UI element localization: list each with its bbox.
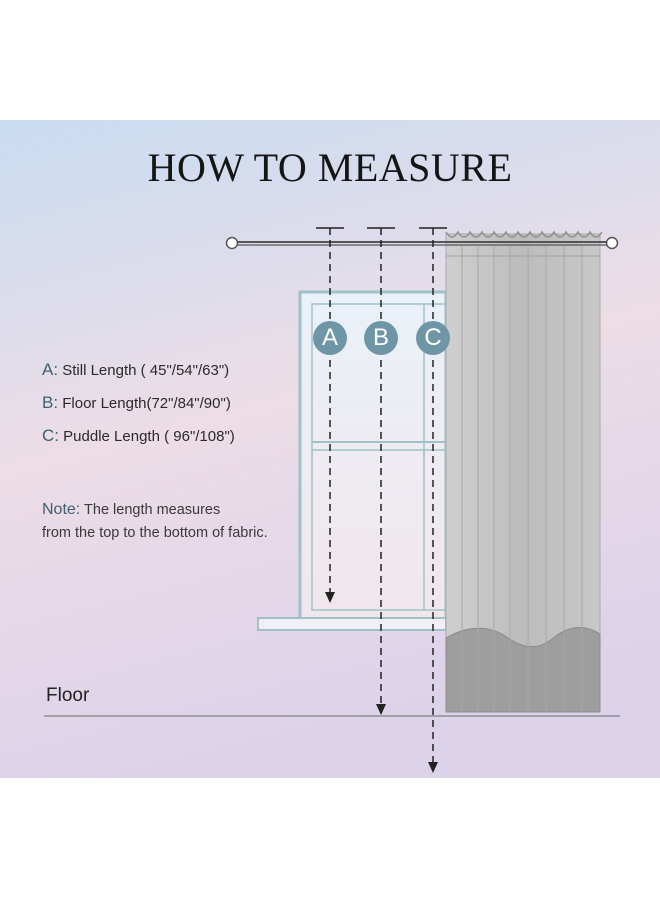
legend-key: C: <box>42 426 59 445</box>
marker-a: A <box>313 321 347 355</box>
legend-item-b: B: Floor Length(72"/84"/90") <box>42 393 231 413</box>
measure-line-c <box>419 227 447 773</box>
legend-key: B: <box>42 393 59 412</box>
curtain <box>445 230 603 713</box>
window-sill <box>257 617 447 631</box>
marker-c: C <box>416 321 450 355</box>
measure-line-a <box>316 227 344 603</box>
note-line-2: from the top to the bottom of fabric. <box>42 525 268 541</box>
note-line-1: The length measures <box>84 502 221 518</box>
marker-b: B <box>364 321 398 355</box>
measure-line-b <box>367 227 395 715</box>
diagram-illustration <box>0 120 660 778</box>
legend-text: Puddle Length ( 96"/108") <box>63 428 235 445</box>
page-title: HOW TO MEASURE <box>147 145 513 190</box>
curtain-rod <box>225 236 619 250</box>
note-label: Note: <box>42 501 81 518</box>
legend-key: A: <box>42 360 59 379</box>
legend-item-c: C: Puddle Length ( 96"/108") <box>42 426 235 446</box>
legend-text: Still Length ( 45"/54"/63") <box>62 362 230 379</box>
note: Note: The length measures from the top t… <box>42 498 268 545</box>
legend-item-a: A: Still Length ( 45"/54"/63") <box>42 360 229 380</box>
legend-text: Floor Length(72"/84"/90") <box>62 395 231 412</box>
floor-label: Floor <box>46 685 90 706</box>
measure-guide: HOW TO MEASURE A: Still Length ( 45"/54"… <box>0 120 660 778</box>
